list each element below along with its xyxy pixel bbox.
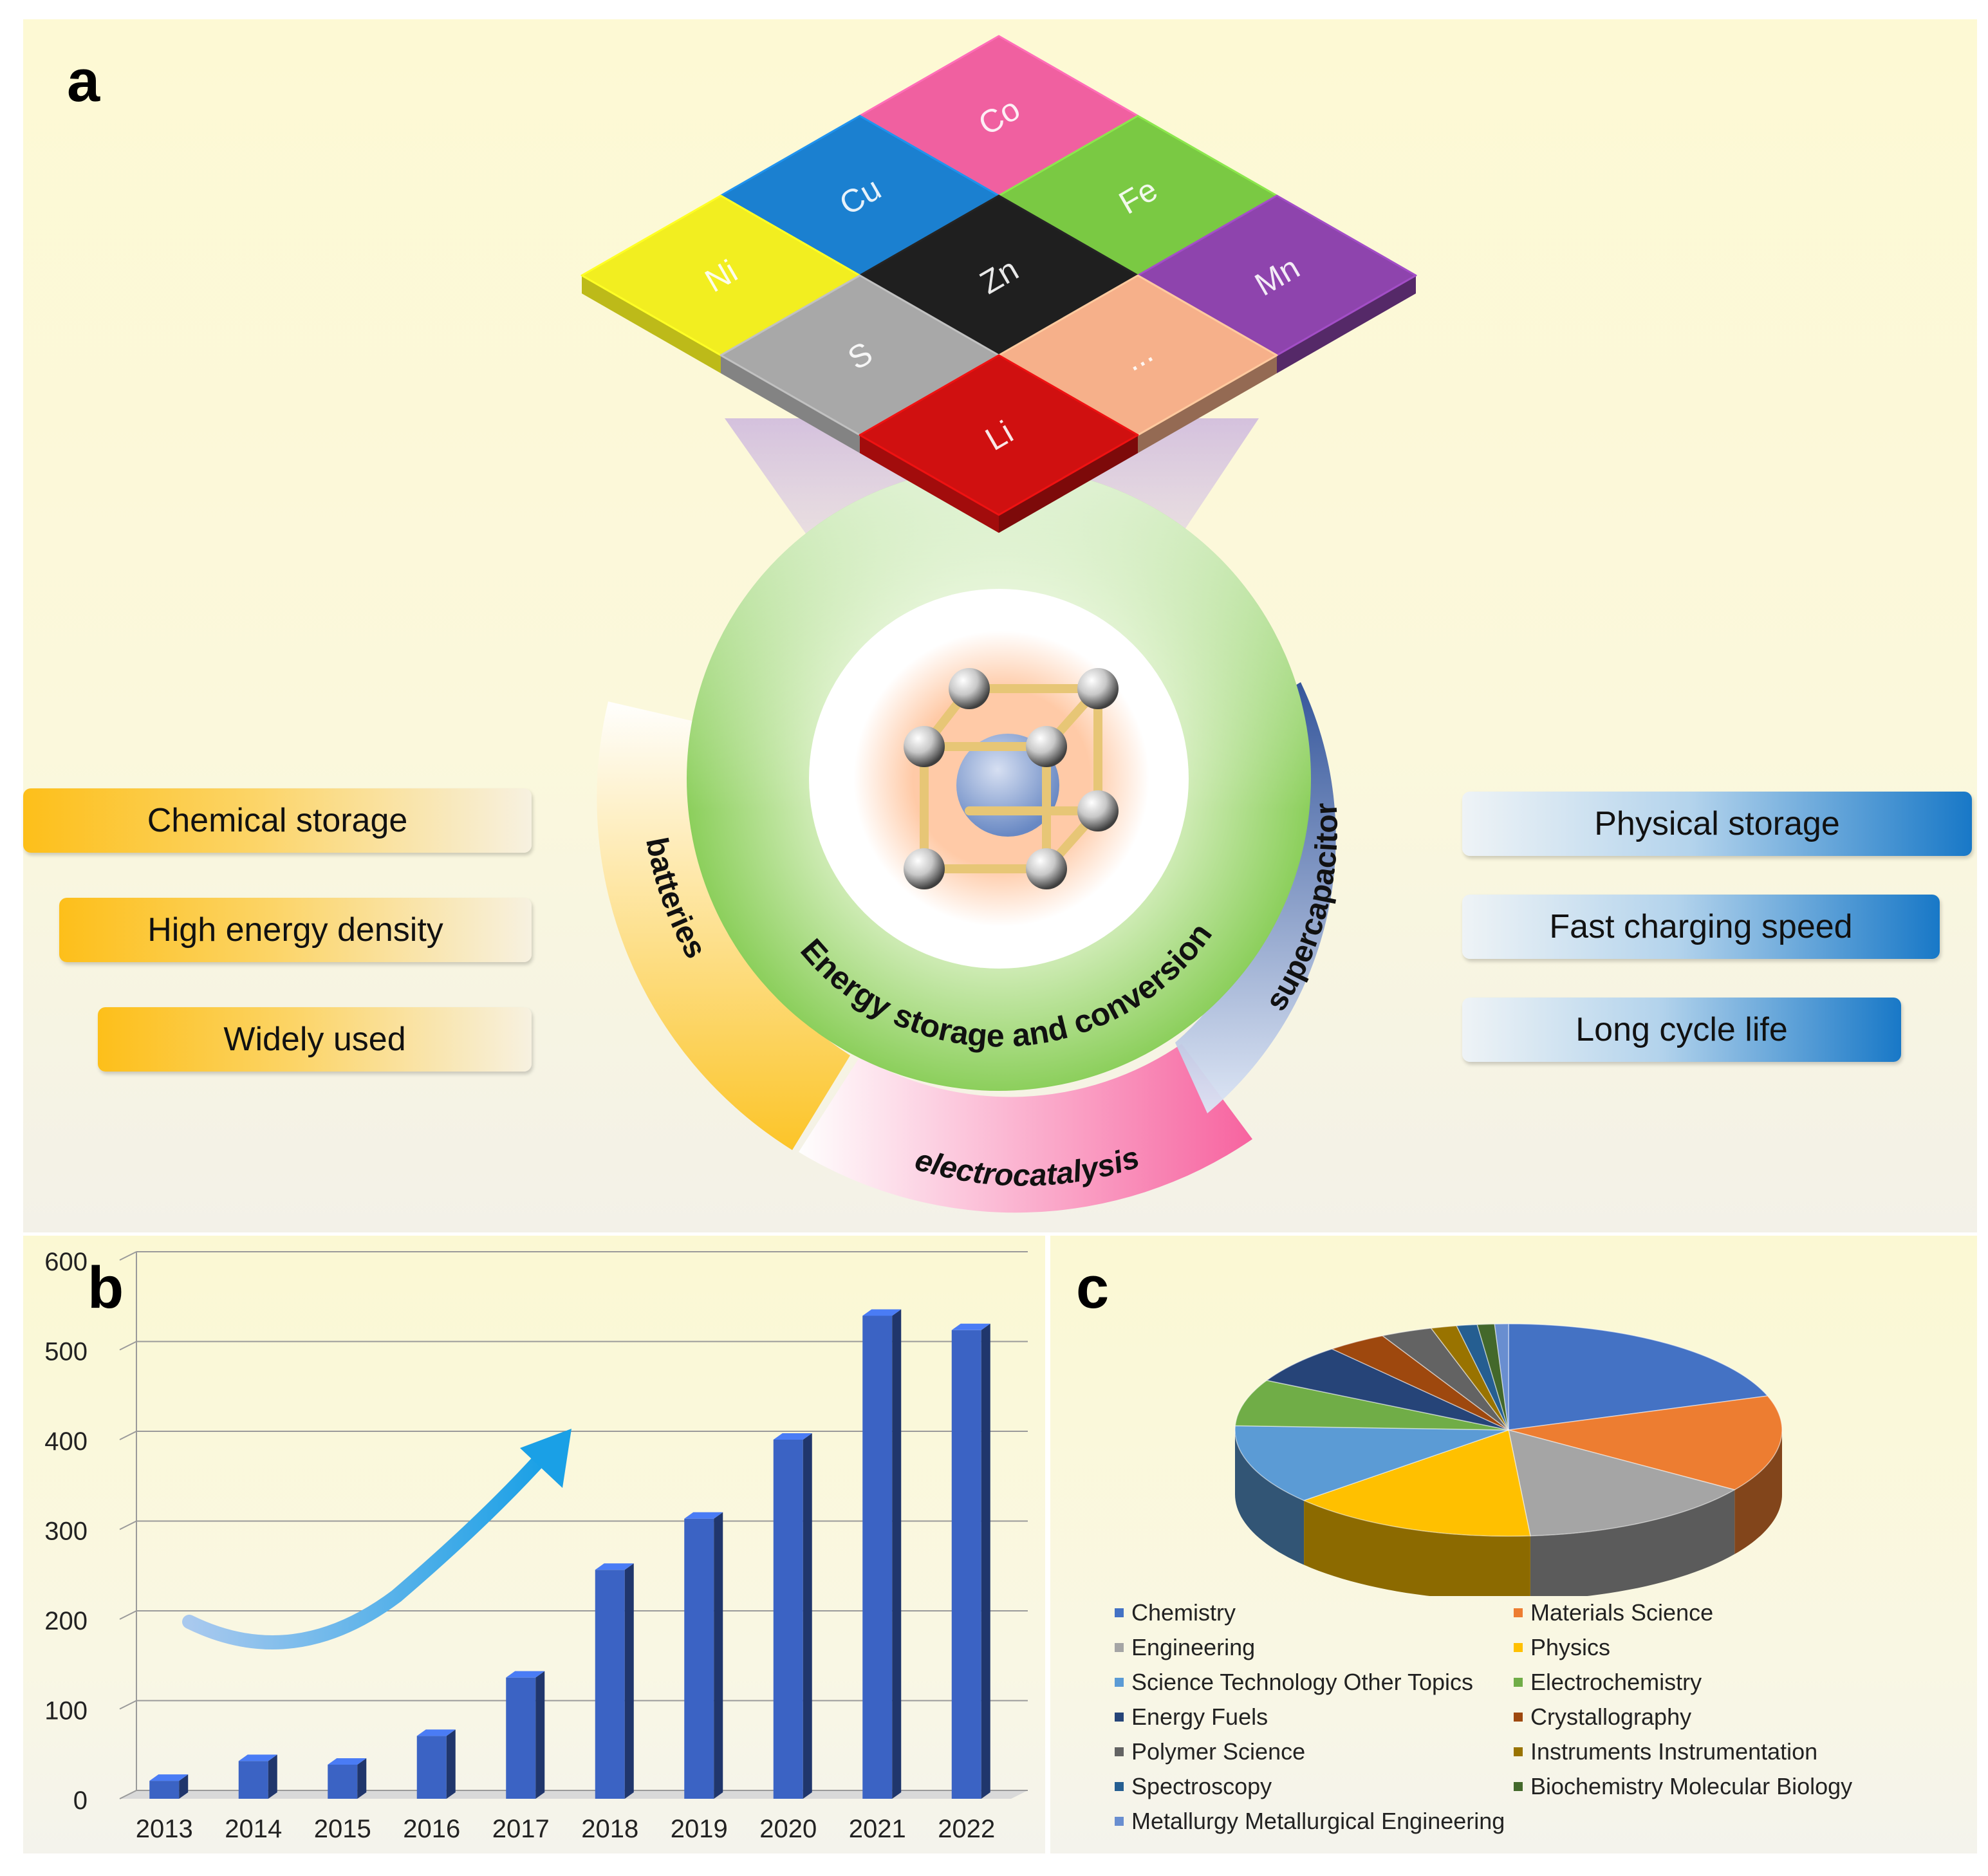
x-tick-label: 2021: [849, 1815, 906, 1843]
legend-swatch: [1115, 1643, 1124, 1652]
y-tick-label: 0: [73, 1787, 88, 1815]
x-tick-label: 2017: [492, 1815, 550, 1843]
panel-a-letter: a: [67, 48, 100, 114]
legend-label: Crystallography: [1530, 1704, 1692, 1730]
feature-widely-used: Widely used: [98, 1007, 532, 1072]
legend-swatch: [1115, 1782, 1124, 1791]
pie-side-2: [1530, 1489, 1735, 1596]
legend-swatch: [1514, 1608, 1523, 1617]
y-tick-label: 200: [44, 1607, 88, 1635]
legend-item: Biochemistry Molecular Biology: [1514, 1773, 1852, 1800]
pie-chart: [1234, 1323, 1783, 1596]
legend-swatch: [1115, 1747, 1124, 1756]
legend-swatch: [1115, 1678, 1124, 1687]
legend-item: Electrochemistry: [1514, 1669, 1702, 1696]
legend-label: Metallurgy Metallurgical Engineering: [1131, 1808, 1505, 1834]
panel-a: a: [23, 19, 1977, 1232]
legend-item: Chemistry: [1115, 1599, 1236, 1626]
bar-2017: [506, 1671, 545, 1799]
crystal-lattice-icon: [853, 631, 1149, 927]
batteries-arc: [597, 701, 850, 1150]
x-tick-label: 2022: [938, 1815, 995, 1843]
legend-item: Metallurgy Metallurgical Engineering: [1115, 1808, 1505, 1835]
legend-item: Physics: [1514, 1634, 1610, 1661]
bar-chart: 0 100 200 300 400 500 600 2013 2014 2015 2016 2017 2…: [44, 1248, 1028, 1843]
bar-2013: [149, 1774, 189, 1799]
bar-2018: [595, 1563, 634, 1799]
pie-slice-engineering: [1508, 1429, 1736, 1537]
legend-swatch: [1514, 1713, 1523, 1722]
legend-item: Crystallography: [1514, 1704, 1691, 1731]
bar-2015: [328, 1758, 367, 1799]
feature-fast-charging-speed: Fast charging speed: [1462, 895, 1940, 959]
pie-slice-science-technology-other-topics: [1234, 1425, 1509, 1501]
legend-label: Biochemistry Molecular Biology: [1530, 1773, 1853, 1799]
legend-item: Polymer Science: [1115, 1738, 1305, 1765]
legend-label: Polymer Science: [1131, 1738, 1306, 1765]
x-tick-label: 2019: [671, 1815, 728, 1843]
pie-slice-materials-science: [1508, 1395, 1783, 1491]
feature-high-energy-density: High energy density: [59, 898, 532, 962]
pie-slice-metallurgy-metallurgical-engineering: [1494, 1323, 1509, 1431]
legend-item: Materials Science: [1514, 1599, 1713, 1626]
legend-swatch: [1514, 1643, 1523, 1652]
legend-item: Science Technology Other Topics: [1115, 1669, 1473, 1696]
legend-label: Electrochemistry: [1530, 1669, 1702, 1695]
legend-item: Spectroscopy: [1115, 1773, 1272, 1800]
y-tick-label: 400: [44, 1427, 88, 1456]
legend-item: Energy Fuels: [1115, 1704, 1268, 1731]
legend-swatch: [1115, 1608, 1124, 1617]
pie-side-3: [1304, 1500, 1530, 1596]
bar-2021: [862, 1309, 902, 1799]
legend-label: Energy Fuels: [1131, 1704, 1268, 1730]
legend-label: Physics: [1530, 1634, 1611, 1660]
electrocatalysis-arc: [799, 1044, 1252, 1213]
legend-item: Instruments Instrumentation: [1514, 1738, 1817, 1765]
bar-2020: [773, 1433, 812, 1799]
pie-side-4: [1235, 1430, 1305, 1565]
legend-swatch: [1514, 1782, 1523, 1791]
y-tick-label: 500: [44, 1338, 88, 1366]
legend-item: Engineering: [1115, 1634, 1255, 1661]
legend-swatch: [1514, 1747, 1523, 1756]
panel-c-letter: c: [1076, 1255, 1110, 1321]
legend-label: Engineering: [1131, 1634, 1256, 1660]
pie-slice-energy-fuels: [1265, 1348, 1509, 1431]
pie-slice-physics: [1303, 1429, 1531, 1537]
bar-2016: [416, 1729, 456, 1799]
y-tick-label: 600: [44, 1248, 88, 1276]
legend-label: Spectroscopy: [1131, 1773, 1272, 1799]
x-tick-label: 2015: [314, 1815, 371, 1843]
bar-2022: [951, 1323, 990, 1799]
legend-swatch: [1514, 1678, 1523, 1687]
x-tick-label: 2016: [403, 1815, 460, 1843]
trend-arrow-icon: [182, 1429, 571, 1649]
feature-physical-storage: Physical storage: [1462, 792, 1972, 856]
x-tick-label: 2020: [759, 1815, 817, 1843]
legend-label: Materials Science: [1530, 1599, 1714, 1626]
y-tick-label: 100: [44, 1697, 88, 1725]
feature-long-cycle-life: Long cycle life: [1462, 998, 1901, 1062]
pie-slice-electrochemistry: [1234, 1380, 1509, 1431]
pie-slice-chemistry: [1508, 1323, 1769, 1431]
bar-2014: [238, 1754, 277, 1799]
panel-b-letter: b: [88, 1255, 124, 1321]
legend-swatch: [1115, 1713, 1124, 1722]
legend-label: Chemistry: [1131, 1599, 1236, 1626]
feature-chemical-storage: Chemical storage: [23, 788, 532, 853]
x-tick-label: 2018: [581, 1815, 638, 1843]
x-tick-label: 2013: [136, 1815, 193, 1843]
legend-label: Science Technology Other Topics: [1131, 1669, 1473, 1695]
y-tick-label: 300: [44, 1518, 88, 1546]
x-tick-label: 2014: [225, 1815, 282, 1843]
bar-2019: [684, 1512, 723, 1799]
element-tile-li: Li: [859, 354, 1139, 533]
legend-label: Instruments Instrumentation: [1530, 1738, 1818, 1765]
panel-b: 0 100 200 300 400 500 600 2013 2014 2015 2016 2017 2…: [23, 1236, 1045, 1853]
legend-swatch: [1115, 1817, 1124, 1826]
